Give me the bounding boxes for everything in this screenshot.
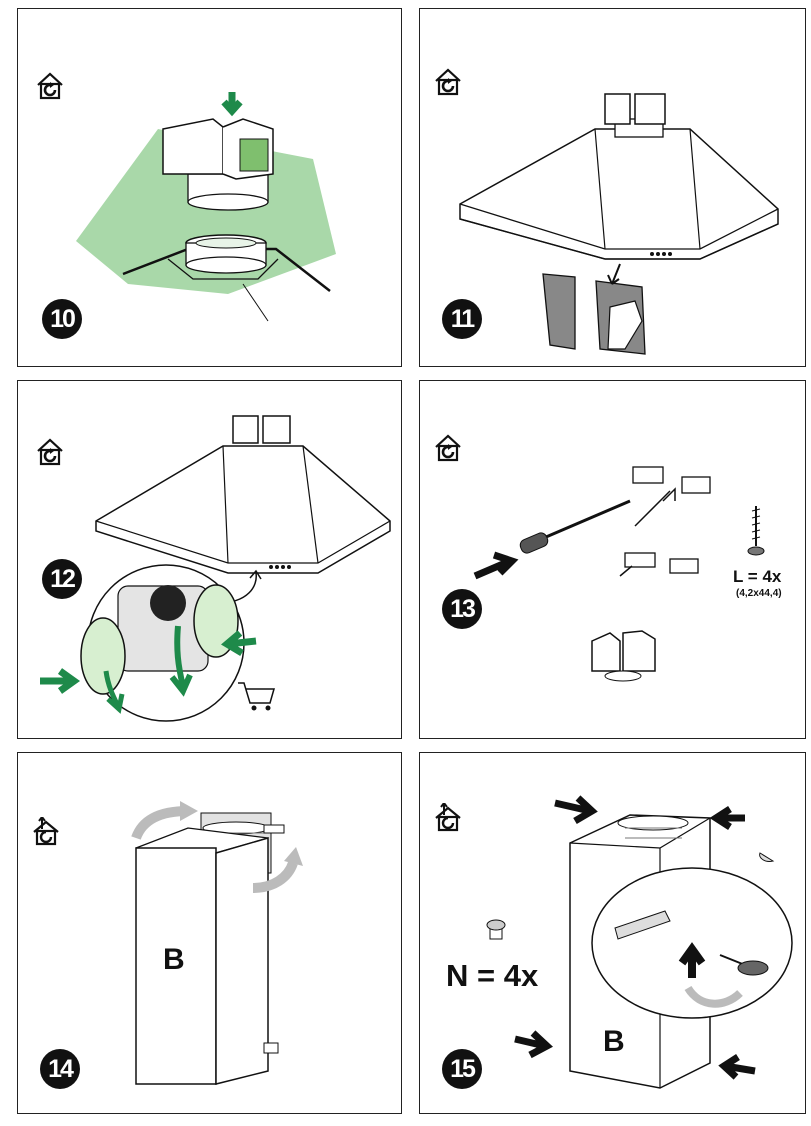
step-15-panel: N = 4x B 15 (419, 752, 806, 1114)
step-number-badge: 13 (442, 589, 482, 629)
step-13-panel: L = 4x (4,2x44,4) 13 (419, 380, 806, 739)
screw-quantity-label: L = 4x (733, 567, 782, 586)
step-11-panel: 11 (419, 8, 806, 367)
chimney-b-label: B (603, 1025, 625, 1058)
step-number-badge: 10 (42, 299, 82, 339)
step-number-badge: 11 (442, 299, 482, 339)
step-number-badge: 14 (40, 1049, 80, 1089)
recirculation-house-icon (37, 438, 63, 466)
extraction-house-icon (33, 817, 59, 846)
bracket-fixing-illustration (473, 466, 765, 682)
motor-filter-replacement-illustration (40, 415, 391, 722)
step-10-panel: 10 (17, 8, 402, 367)
recirculation-adapter-illustration (76, 92, 336, 322)
recirculation-house-icon (435, 434, 461, 462)
step-14-panel: B 14 (17, 752, 402, 1114)
hood-carbon-filter-illustration (459, 93, 779, 355)
step-12-panel: 12 (17, 380, 402, 739)
screw-quantity-label: N = 4x (446, 958, 539, 993)
recirculation-house-icon (37, 72, 63, 100)
step-number-badge: 12 (42, 559, 82, 599)
chimney-b-label: B (163, 943, 185, 976)
screw-size-label: (4,2x44,4) (736, 588, 782, 599)
extraction-house-icon (435, 803, 461, 832)
step-number-badge: 15 (442, 1049, 482, 1089)
chimney-screw-fixing-illustration (486, 795, 793, 1089)
chimney-cover-b-illustration (131, 801, 303, 1085)
recirculation-house-icon (435, 68, 461, 96)
